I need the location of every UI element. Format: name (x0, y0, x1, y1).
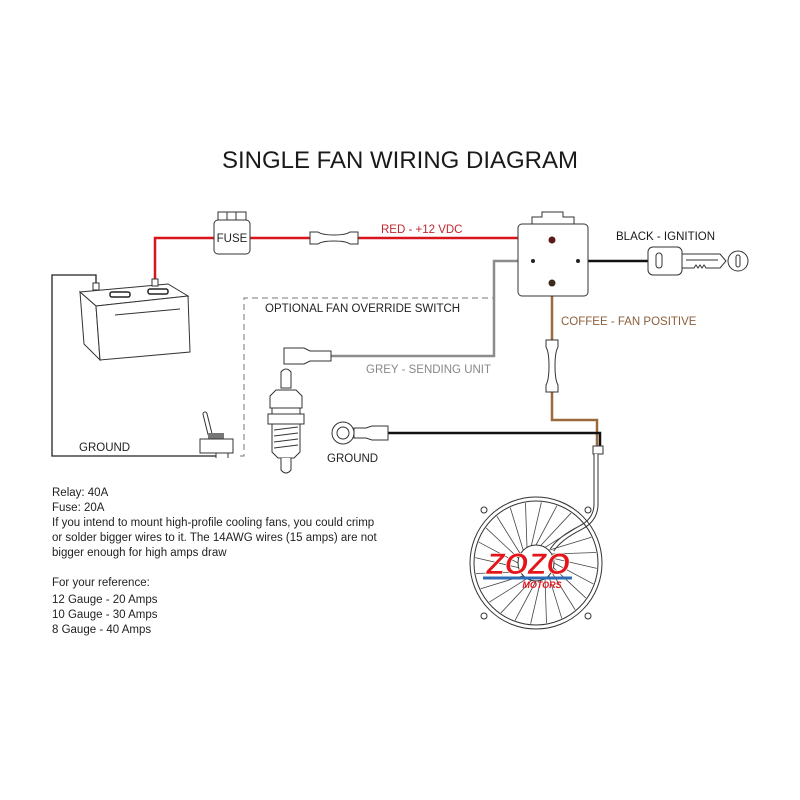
fan-blade (548, 575, 563, 619)
gauge-row: 12 Gauge - 20 Amps (52, 594, 158, 606)
fan-blade (500, 580, 532, 614)
fan-blade (540, 512, 572, 546)
fan-blade (509, 507, 524, 551)
coffee-butt-connector (545, 339, 559, 393)
ring-terminal-icon (331, 421, 389, 445)
diagram-title: SINGLE FAN WIRING DIAGRAM (222, 147, 578, 174)
grey-wire-label: GREY - SENDING UNIT (366, 364, 491, 376)
fan-blade (525, 502, 528, 548)
ignition-key-icon (647, 246, 749, 276)
fan-blade (548, 536, 592, 551)
fan-blade (530, 502, 542, 546)
red-butt-connector (309, 231, 359, 245)
fan-blade (553, 567, 587, 599)
fuse-rating: Fuse: 20A (52, 502, 105, 514)
fan-blade (496, 516, 521, 555)
sending-unit-icon (267, 368, 305, 474)
note-line: If you intend to mount high-profile cool… (52, 517, 375, 529)
logo-sub: MOTORS (522, 580, 561, 590)
coffee-wire-label: COFFEE - FAN POSITIVE (561, 316, 697, 328)
black-wire-label: BLACK - IGNITION (616, 231, 715, 243)
toggle-switch-icon (199, 411, 234, 458)
fan-blade (475, 571, 521, 574)
fan-blade (551, 552, 597, 555)
spade-connector (283, 347, 332, 365)
override-dashed-line (240, 297, 494, 457)
relay-rating: Relay: 40A (52, 487, 109, 499)
fan-blade (535, 505, 558, 546)
note-line: bigger enough for high amps draw (52, 547, 227, 559)
fan-blade (530, 580, 542, 624)
fuse: FUSE (213, 211, 251, 255)
reference-heading: For your reference: (52, 577, 150, 589)
battery-ground-label: GROUND (79, 442, 130, 454)
notes-panel: Relay: 40A Fuse: 20A If you intend to mo… (52, 486, 452, 638)
gauge-row: 10 Gauge - 30 Amps (52, 609, 158, 621)
fuse-label: FUSE (217, 233, 248, 245)
battery-ground-wire (51, 274, 216, 457)
fan-blade (489, 578, 528, 603)
red-wire-label: RED - +12 VDC (381, 224, 462, 236)
fan-blade (544, 578, 547, 624)
gauge-row: 8 Gauge - 40 Amps (52, 624, 152, 636)
fan-blade (478, 541, 519, 564)
relay (517, 211, 589, 297)
zozo-motors-logo: ZOZO MOTORS (483, 548, 572, 590)
note-line: or solder bigger wires to it. The 14AWG … (52, 532, 377, 544)
logo-brand: ZOZO (485, 548, 569, 581)
override-switch-label: OPTIONAL FAN OVERRIDE SWITCH (265, 303, 460, 315)
cooling-fan-icon (469, 445, 604, 630)
fan-blade (553, 562, 594, 585)
fan-ground-label: GROUND (327, 453, 378, 465)
fan-blade (485, 527, 519, 559)
fan-blade (544, 523, 583, 548)
battery (78, 278, 191, 362)
grey-wire (331, 259, 536, 358)
fan-blade (553, 557, 597, 569)
fan-blade (475, 557, 519, 569)
fan-blade (514, 580, 537, 621)
coffee-wire (550, 284, 599, 446)
fan-ground-wire (388, 431, 602, 446)
